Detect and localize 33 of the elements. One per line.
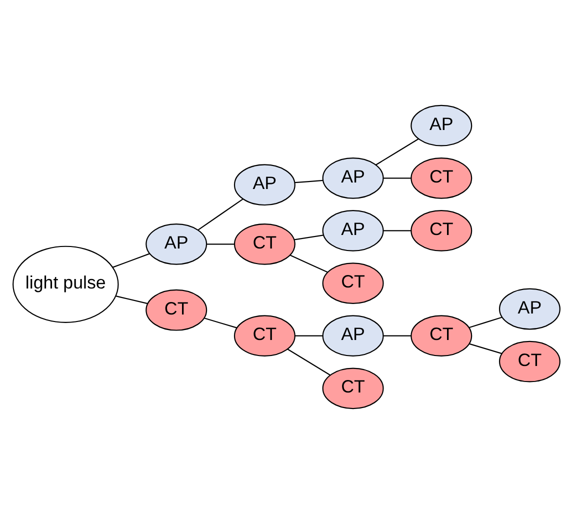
connector xyxy=(294,335,323,336)
node-ellipse: CT xyxy=(234,315,296,357)
connector xyxy=(376,138,419,166)
connector xyxy=(294,180,323,184)
node-ellipse: CT xyxy=(322,368,384,410)
node-ellipse: light pulse xyxy=(12,246,119,323)
connector xyxy=(469,343,502,354)
connector xyxy=(294,234,324,240)
connector xyxy=(206,244,234,245)
node-ellipse: CT xyxy=(322,262,384,304)
node-ellipse: AP xyxy=(146,223,208,265)
connector xyxy=(112,253,150,268)
node-ellipse: AP xyxy=(234,164,296,206)
node-ellipse: CT xyxy=(410,157,472,199)
node-ellipse: AP xyxy=(498,288,560,330)
connector xyxy=(287,348,330,376)
node-ellipse: CT xyxy=(498,340,560,382)
connector xyxy=(204,318,237,328)
node-ellipse: CT xyxy=(234,223,296,265)
node-ellipse: AP xyxy=(410,104,472,146)
node-ellipse: CT xyxy=(410,210,472,252)
connector xyxy=(383,335,412,336)
connector xyxy=(116,296,148,304)
connector xyxy=(383,178,412,179)
connector xyxy=(198,198,244,230)
node-ellipse: CT xyxy=(410,315,472,357)
node-ellipse: AP xyxy=(322,157,384,199)
node-ellipse: AP xyxy=(322,315,384,357)
connector xyxy=(469,316,502,328)
connector xyxy=(383,230,412,232)
node-ellipse: CT xyxy=(146,289,208,331)
node-ellipse: AP xyxy=(322,210,384,252)
connector xyxy=(290,254,328,273)
